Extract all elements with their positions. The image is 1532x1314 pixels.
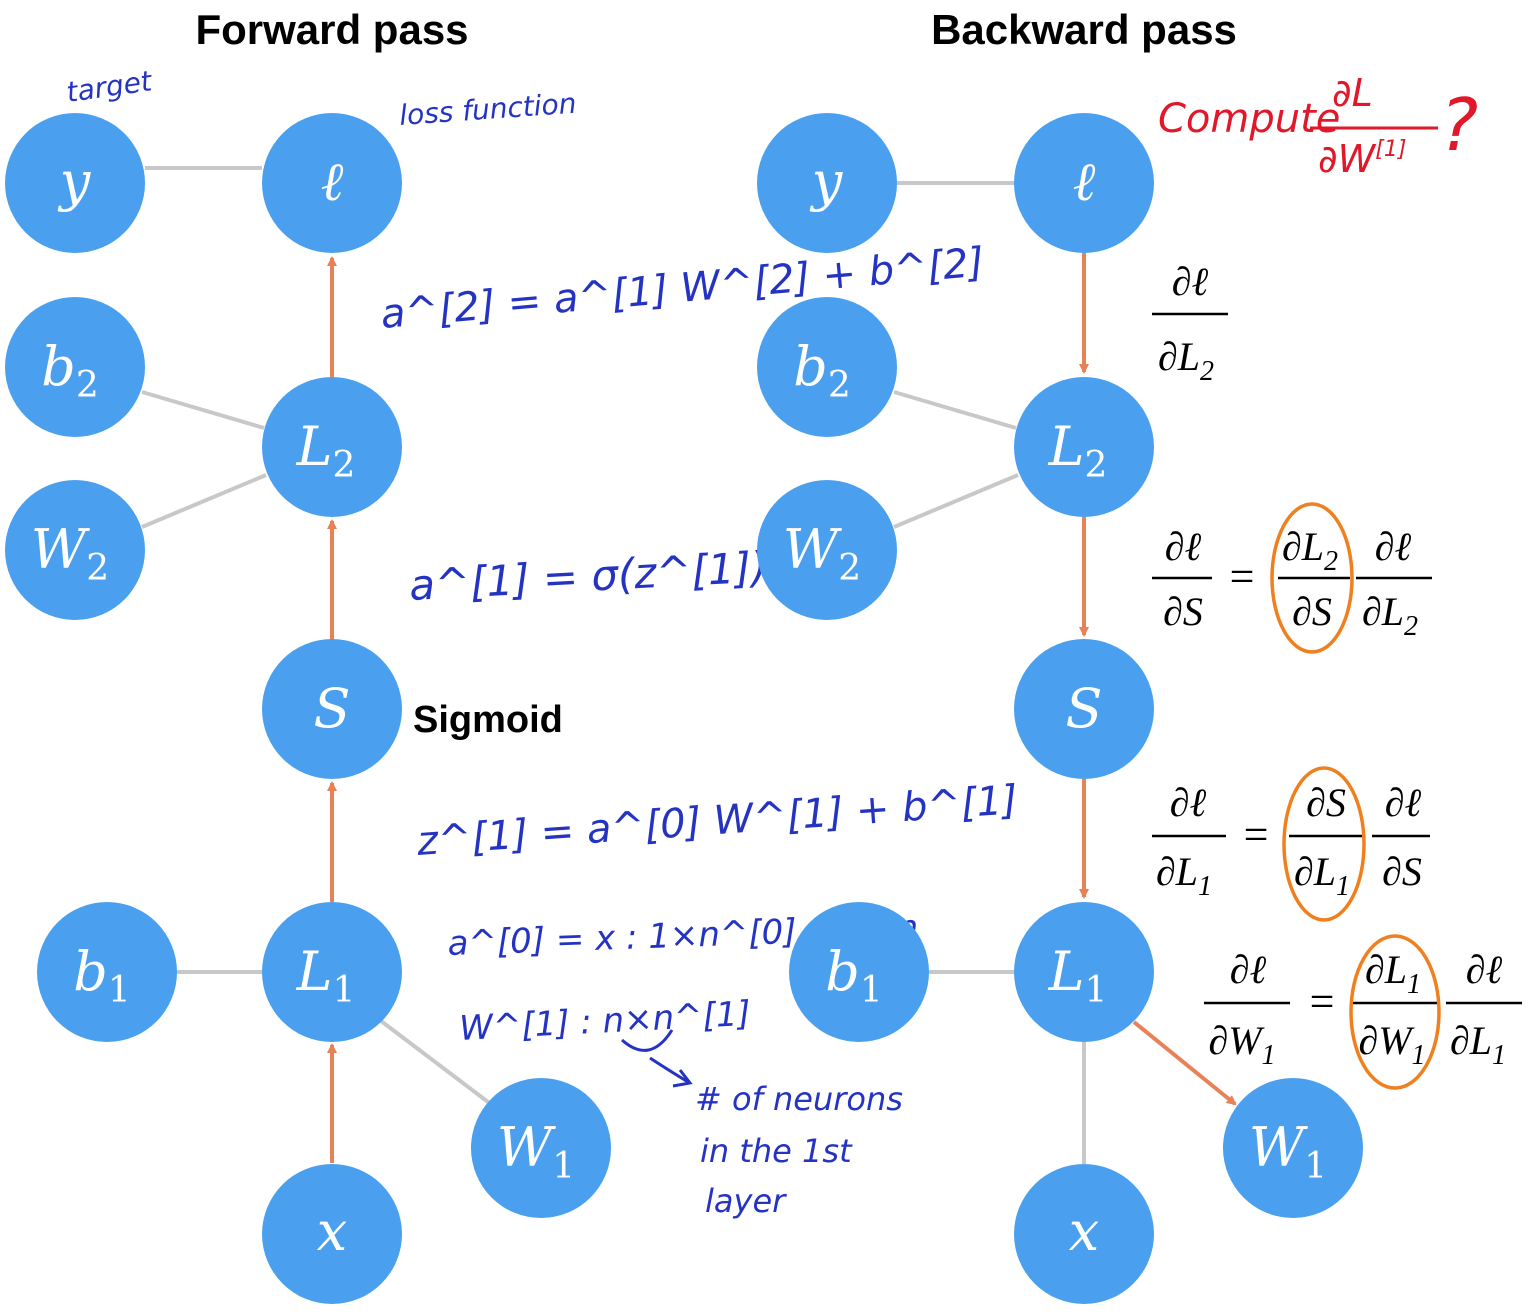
svg-text:b2: b2 <box>41 335 98 406</box>
svg-text:∂ℓ: ∂ℓ <box>1466 947 1503 992</box>
svg-text:ℓ: ℓ <box>321 150 344 213</box>
node-b2-forward: b2 <box>5 297 145 437</box>
svg-text:∂L1: ∂L1 <box>1365 947 1421 1000</box>
forward-pass-heading: Forward pass <box>195 6 468 53</box>
node-y-forward: y <box>5 113 145 253</box>
edge-b2-L2 <box>141 390 265 430</box>
neurons-pointer <box>649 1056 689 1084</box>
node-L2-forward: L2 <box>262 377 402 517</box>
svg-text:W1: W1 <box>1249 1116 1327 1187</box>
backward-pass-heading: Backward pass <box>931 6 1237 53</box>
node-b1-forward: b1 <box>37 902 177 1042</box>
node-L1-forward: L1 <box>262 902 402 1042</box>
svg-text:=: = <box>1244 810 1269 859</box>
svg-text:S: S <box>314 677 351 740</box>
svg-text:y: y <box>810 150 844 213</box>
svg-text:∂L1: ∂L1 <box>1450 1018 1506 1071</box>
backward-edges <box>893 181 1086 1164</box>
svg-text:∂ℓ: ∂ℓ <box>1172 259 1209 304</box>
compute-word: Compute <box>1158 96 1340 142</box>
question-mark: ? <box>1440 83 1478 167</box>
node-S-backward: S <box>1014 639 1154 779</box>
svg-text:L1: L1 <box>296 940 356 1011</box>
svg-text:∂S: ∂S <box>1292 589 1332 634</box>
node-W2-backward: W2 <box>757 480 897 620</box>
svg-text:∂W1: ∂W1 <box>1208 1018 1275 1071</box>
svg-text:∂L1: ∂L1 <box>1156 849 1212 902</box>
node-L2-backward: L2 <box>1014 377 1154 517</box>
svg-text:b1: b1 <box>825 940 882 1011</box>
target-note: target <box>64 64 154 109</box>
a2-equation-note: a^[2] = a^[1] W^[2] + b^[2] <box>379 239 986 338</box>
neurons-note-line-2: in the 1st <box>700 1132 853 1170</box>
svg-text:L1: L1 <box>1048 940 1108 1011</box>
compute-denominator: ∂W[1] <box>1318 137 1406 181</box>
svg-text:x: x <box>317 1200 347 1263</box>
arrow-L1-to-W1 <box>1132 1020 1237 1106</box>
svg-text:S: S <box>1066 677 1103 740</box>
svg-text:ℓ: ℓ <box>1073 150 1096 213</box>
forward-edges <box>141 166 494 1107</box>
W1-dims-note: W^[1] : n×n^[1] <box>458 994 751 1049</box>
node-b1-backward: b1 <box>789 902 929 1042</box>
node-W1-backward: W1 <box>1223 1078 1363 1218</box>
svg-text:∂ℓ: ∂ℓ <box>1165 524 1202 569</box>
edge-W2-L2 <box>141 473 267 529</box>
svg-text:∂L2: ∂L2 <box>1158 334 1214 387</box>
svg-text:∂L2: ∂L2 <box>1282 524 1338 577</box>
neurons-brace <box>621 1029 674 1052</box>
svg-text:∂S: ∂S <box>1163 589 1203 634</box>
svg-text:∂L1: ∂L1 <box>1294 849 1350 902</box>
svg-text:W1: W1 <box>497 1116 575 1187</box>
node-x-forward: x <box>262 1164 402 1304</box>
neurons-note-line-3: layer <box>705 1182 787 1220</box>
svg-text:W2: W2 <box>31 518 109 589</box>
node-y-backward: y <box>757 113 897 253</box>
svg-text:∂S: ∂S <box>1306 780 1346 825</box>
eq-dloss-dS: ∂ℓ ∂S = ∂L2 ∂S ∂ℓ ∂L2 <box>1152 502 1432 654</box>
z1-equation-note: z^[1] = a^[0] W^[1] + b^[1] <box>414 777 1019 865</box>
node-W1-forward: W1 <box>471 1078 611 1218</box>
a1-equation-note: a^[1] = σ(z^[1]) <box>408 542 769 610</box>
node-W2-forward: W2 <box>5 480 145 620</box>
svg-text:∂S: ∂S <box>1382 849 1422 894</box>
svg-text:=: = <box>1230 552 1255 601</box>
svg-text:b2: b2 <box>793 335 850 406</box>
edge-W2-L2-back <box>893 473 1019 529</box>
compute-note: Compute ∂L ∂W[1] ? <box>1158 71 1478 181</box>
svg-text:∂W1: ∂W1 <box>1358 1018 1425 1071</box>
svg-text:∂ℓ: ∂ℓ <box>1230 947 1267 992</box>
svg-text:=: = <box>1310 977 1335 1026</box>
backward-arrows <box>1079 253 1237 1106</box>
svg-text:y: y <box>58 150 92 213</box>
loss-function-note: loss function <box>398 87 577 132</box>
edge-b2-L2-back <box>893 390 1017 430</box>
node-S-forward: S <box>262 639 402 779</box>
highlight-ring-dL1-dW1 <box>1349 934 1441 1090</box>
highlight-ring-dL2-dS <box>1270 502 1354 654</box>
node-b2-backward: b2 <box>757 297 897 437</box>
eq-dloss-dL2: ∂ℓ ∂L2 <box>1152 259 1228 387</box>
eq-dloss-dW1: ∂ℓ ∂W1 = ∂L1 ∂W1 ∂ℓ ∂L1 <box>1204 934 1522 1090</box>
svg-text:∂ℓ: ∂ℓ <box>1170 780 1207 825</box>
svg-text:L2: L2 <box>296 415 356 486</box>
node-L1-backward: L1 <box>1014 902 1154 1042</box>
svg-text:b1: b1 <box>73 940 130 1011</box>
compute-numerator: ∂L <box>1332 71 1373 115</box>
neurons-note-line-1: # of neurons <box>695 1080 903 1118</box>
node-loss-forward: ℓ <box>262 113 402 253</box>
edge-L1-W1 <box>379 1019 494 1107</box>
highlight-ring-dS-dL1 <box>1282 766 1366 922</box>
node-x-backward: x <box>1014 1164 1154 1304</box>
svg-text:∂L2: ∂L2 <box>1362 589 1418 642</box>
node-loss-backward: ℓ <box>1014 113 1154 253</box>
svg-text:∂ℓ: ∂ℓ <box>1375 524 1412 569</box>
svg-text:L2: L2 <box>1048 415 1108 486</box>
svg-text:∂ℓ: ∂ℓ <box>1385 780 1422 825</box>
svg-text:W2: W2 <box>783 518 861 589</box>
eq-dloss-dL1: ∂ℓ ∂L1 = ∂S ∂L1 ∂ℓ ∂S <box>1152 766 1430 922</box>
svg-text:x: x <box>1069 1200 1099 1263</box>
sigmoid-label: Sigmoid <box>413 699 563 741</box>
